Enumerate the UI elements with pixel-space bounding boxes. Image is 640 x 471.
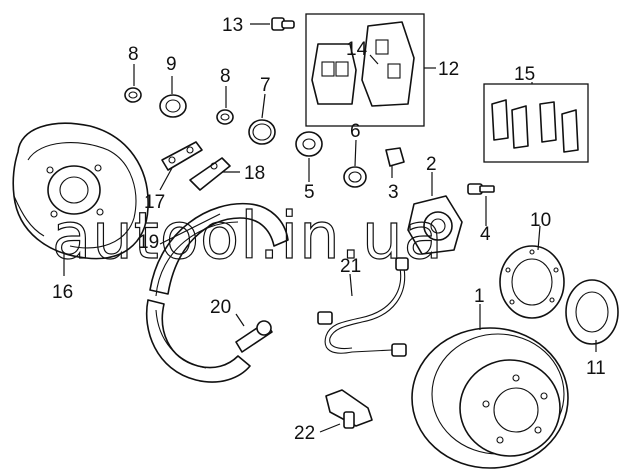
callout-labels: 13 14 12 15 8 9 8 7 6 2 18 17 5 3 4 10 1… <box>52 15 606 444</box>
callout-8-right: 8 <box>220 66 231 87</box>
piston-9 <box>159 94 187 118</box>
callout-4: 4 <box>480 224 491 245</box>
dust-cover-10 <box>499 245 565 319</box>
callout-11: 11 <box>586 358 606 379</box>
ring-7 <box>248 119 276 145</box>
bleeder-bolt <box>271 17 295 31</box>
ring-6 <box>343 166 367 188</box>
callout-18: 18 <box>244 163 265 184</box>
callout-2: 2 <box>426 154 437 175</box>
callout-10: 10 <box>530 210 551 231</box>
callout-21: 21 <box>340 256 361 277</box>
callout-14: 14 <box>346 39 368 60</box>
watermark: autool.in.ua <box>52 200 444 274</box>
callout-12: 12 <box>438 59 459 80</box>
parking-brake-lever <box>161 141 203 171</box>
brake-hose <box>317 257 409 357</box>
adjuster-screw <box>235 320 273 353</box>
callout-13: 13 <box>222 15 243 36</box>
callout-22: 22 <box>294 423 315 444</box>
callout-15: 15 <box>514 64 535 85</box>
brake-disc <box>411 327 569 469</box>
callout-5: 5 <box>304 182 315 203</box>
callout-3: 3 <box>388 182 399 203</box>
boot-5 <box>295 131 323 157</box>
parking-brake-shoes <box>145 202 289 383</box>
callout-9: 9 <box>166 54 177 75</box>
callout-17: 17 <box>144 192 165 213</box>
hub-bearing <box>407 195 463 255</box>
callout-1: 1 <box>474 286 485 307</box>
hub-bolt <box>467 183 495 195</box>
callout-7: 7 <box>260 75 271 96</box>
leader-lines <box>63 23 597 433</box>
callout-8-left: 8 <box>128 44 139 65</box>
brake-pad-set <box>483 83 589 163</box>
callout-16: 16 <box>52 282 73 303</box>
gasket-11 <box>565 279 619 345</box>
seal-8-right <box>216 109 234 125</box>
callout-6: 6 <box>350 121 361 142</box>
seal-8-left <box>124 87 142 103</box>
callout-20: 20 <box>210 297 231 318</box>
adjuster-lever <box>189 157 231 191</box>
backing-plate <box>12 122 149 260</box>
bushing-3 <box>385 147 405 167</box>
abs-sensor <box>325 389 373 429</box>
caliper-assembly <box>305 13 425 127</box>
callout-19: 19 <box>138 232 159 253</box>
